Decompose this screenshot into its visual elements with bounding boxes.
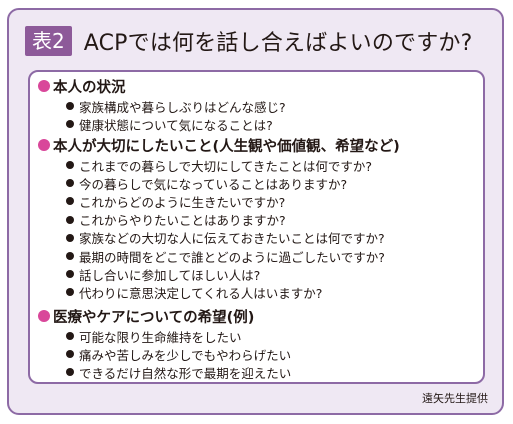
list-item: 家族構成や暮らしぶりはどんな感じ? [66, 97, 477, 115]
list-item: 健康状態について気になることは? [66, 115, 477, 133]
section-heading-text: 本人の状況 [53, 79, 126, 96]
list-item: 最期の時間をどこで誰とどのように過ごしたいですか? [66, 247, 477, 265]
list-item-text: これからどのように生きたいですか? [79, 194, 286, 210]
table-panel: 表2 ACPでは何を話し合えばよいのですか? 本人の状況 家族構成や暮らしぶりは… [7, 8, 504, 415]
bullet-icon [66, 368, 74, 377]
list-item: 家族などの大切な人に伝えておきたいことは何ですか? [66, 229, 477, 247]
list-item: 痛みや苦しみを少しでもやわらげたい [66, 345, 477, 363]
list-item-text: 可能な限り生命維持をしたい [79, 329, 242, 345]
list-item-text: 痛みや苦しみを少しでもやわらげたい [79, 347, 292, 363]
list-item-text: 健康状態について気になることは? [79, 117, 273, 133]
section-current-situation: 本人の状況 家族構成や暮らしぶりはどんな感じ? 健康状態について気になることは? [38, 75, 477, 133]
bullet-icon [66, 233, 74, 242]
bullet-icon [66, 270, 74, 279]
content-box: 本人の状況 家族構成や暮らしぶりはどんな感じ? 健康状態について気になることは?… [28, 70, 485, 384]
list-item-text: 今の暮らしで気になっていることはありますか? [79, 176, 348, 192]
list-item: 可能な限り生命維持をしたい [66, 327, 477, 345]
list-item-text: 家族などの大切な人に伝えておきたいことは何ですか? [79, 231, 385, 247]
bullet-icon [66, 197, 74, 206]
bullet-icon [66, 215, 74, 224]
list-item-text: 家族構成や暮らしぶりはどんな感じ? [79, 99, 286, 115]
section-heading: 本人の状況 [38, 75, 477, 97]
list-item: これからやりたいことはありますか? [66, 211, 477, 229]
bullet-icon [66, 288, 74, 297]
pink-dot-icon [38, 310, 50, 322]
table-title: ACPでは何を話し合えばよいのですか? [83, 31, 473, 56]
table-header: 表2 ACPでは何を話し合えばよいのですか? [25, 22, 473, 60]
section-values: 本人が大切にしたいこと(人生観や価値観、希望など) これまでの暮らしで大切にして… [38, 134, 477, 302]
section-care-wishes: 医療やケアについての希望(例) 可能な限り生命維持をしたい 痛みや苦しみを少しで… [38, 305, 477, 382]
list-item-text: 最期の時間をどこで誰とどのように過ごしたいですか? [79, 249, 385, 265]
bullet-icon [66, 350, 74, 359]
list-item: これからどのように生きたいですか? [66, 192, 477, 210]
list-item-text: できるだけ自然な形で最期を迎えたい [79, 365, 292, 381]
item-list: 可能な限り生命維持をしたい 痛みや苦しみを少しでもやわらげたい できるだけ自然な… [38, 327, 477, 382]
pink-dot-icon [38, 80, 50, 92]
section-heading: 本人が大切にしたいこと(人生観や価値観、希望など) [38, 134, 477, 156]
list-item-text: これからやりたいことはありますか? [79, 213, 286, 229]
pink-dot-icon [38, 139, 50, 151]
bullet-icon [66, 161, 74, 170]
section-heading: 医療やケアについての希望(例) [38, 305, 477, 327]
list-item-text: 話し合いに参加してほしい人は? [79, 267, 261, 283]
source-credit: 遠矢先生提供 [422, 392, 488, 405]
bullet-icon [66, 332, 74, 341]
item-list: 家族構成や暮らしぶりはどんな感じ? 健康状態について気になることは? [38, 97, 477, 133]
list-item: できるだけ自然な形で最期を迎えたい [66, 363, 477, 381]
table-number-badge: 表2 [25, 26, 72, 56]
list-item: 代わりに意思決定してくれる人はいますか? [66, 283, 477, 301]
list-item: これまでの暮らしで大切にしてきたことは何ですか? [66, 156, 477, 174]
item-list: これまでの暮らしで大切にしてきたことは何ですか? 今の暮らしで気になっていること… [38, 156, 477, 302]
list-item-text: これまでの暮らしで大切にしてきたことは何ですか? [79, 158, 373, 174]
bullet-icon [66, 120, 74, 129]
list-item: 話し合いに参加してほしい人は? [66, 265, 477, 283]
bullet-icon [66, 102, 74, 111]
list-item-text: 代わりに意思決定してくれる人はいますか? [79, 285, 323, 301]
section-heading-text: 本人が大切にしたいこと(人生観や価値観、希望など) [53, 138, 400, 155]
section-heading-text: 医療やケアについての希望(例) [53, 309, 255, 326]
bullet-icon [66, 179, 74, 188]
bullet-icon [66, 252, 74, 261]
list-item: 今の暮らしで気になっていることはありますか? [66, 174, 477, 192]
